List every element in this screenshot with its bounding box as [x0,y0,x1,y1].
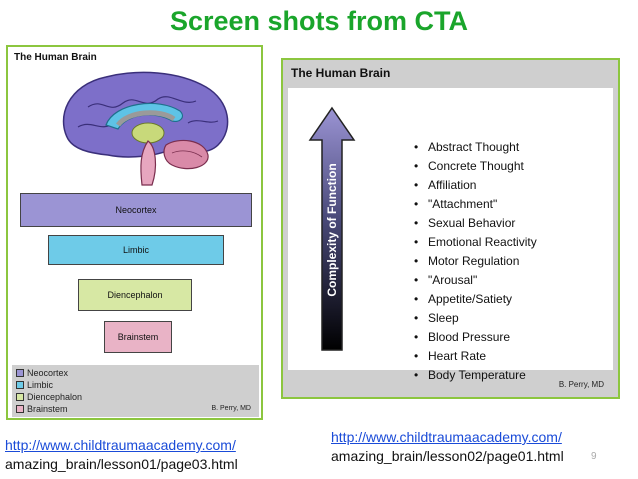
legend-label: Brainstem [27,404,68,414]
function-item: "Attachment" [416,195,537,214]
function-item: Heart Rate [416,347,537,366]
left-brain-screenshot: The Human Brain Neocortex Limbic Diencep… [6,45,263,420]
function-item: Body Temperature [416,366,537,385]
link-lesson02[interactable]: http://www.childtraumaacademy.com/ [331,429,562,445]
function-item: Concrete Thought [416,157,537,176]
right-brain-screenshot: The Human Brain Complexity of Function A… [281,58,620,399]
right-credit: B. Perry, MD [558,380,604,389]
slide-title: Screen shots from CTA [169,6,469,36]
function-item: Sexual Behavior [416,214,537,233]
legend-item-limbic: Limbic [16,380,53,390]
legend-swatch [16,381,24,389]
function-item: Abstract Thought [416,138,537,157]
function-item: Sleep [416,309,537,328]
left-panel-title: The Human Brain [14,52,97,63]
brain-legend: Neocortex Limbic Diencephalon Brainstem … [12,365,259,417]
legend-item-brainstem: Brainstem [16,404,68,414]
function-chart: Complexity of Function Abstract ThoughtC… [288,88,613,382]
tier-diencephalon: Diencephalon [78,279,192,311]
function-list: Abstract ThoughtConcrete ThoughtAffiliat… [416,138,537,385]
path-lesson02: amazing_brain/lesson02/page01.html [331,448,564,464]
tier-brainstem: Brainstem [104,321,172,353]
legend-label: Neocortex [27,368,69,378]
function-item: Emotional Reactivity [416,233,537,252]
function-item: "Arousal" [416,271,537,290]
tier-limbic: Limbic [48,235,224,265]
function-item: Blood Pressure [416,328,537,347]
tier-neocortex: Neocortex [20,193,252,227]
link-lesson01[interactable]: http://www.childtraumaacademy.com/ [5,437,236,453]
function-item: Motor Regulation [416,252,537,271]
left-credit: B. Perry, MD [211,405,251,412]
up-arrow-icon [308,106,356,351]
brain-illustration [62,71,229,186]
legend-item-diencephalon: Diencephalon [16,392,82,402]
legend-label: Limbic [27,380,54,390]
axis-label-complexity: Complexity of Function [325,163,339,297]
legend-label: Diencephalon [27,392,83,402]
legend-swatch [16,393,24,401]
legend-item-neocortex: Neocortex [16,368,68,378]
function-item: Affiliation [416,176,537,195]
legend-swatch [16,369,24,377]
right-panel-title: The Human Brain [291,66,391,80]
function-item: Appetite/Satiety [416,290,537,309]
page-number: 9 [591,451,597,462]
legend-swatch [16,405,24,413]
path-lesson01: amazing_brain/lesson01/page03.html [5,456,238,472]
